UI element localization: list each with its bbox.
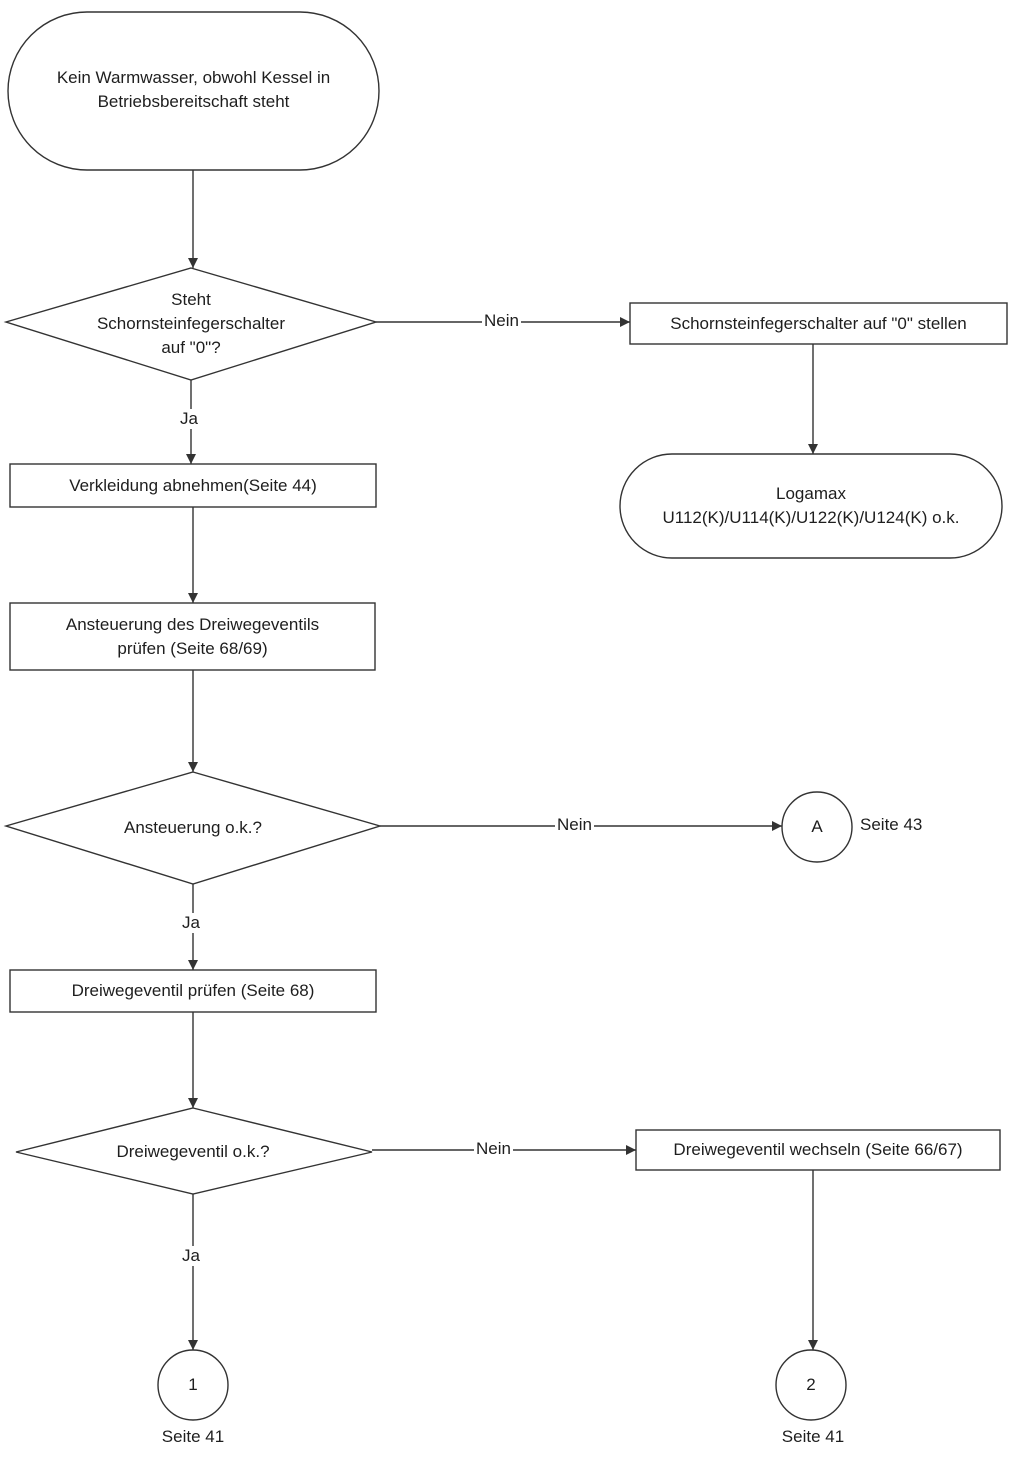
edge-label-no-1: Nein (482, 311, 521, 331)
edge-label-no-2: Nein (555, 815, 594, 835)
remove-cover-label: Verkleidung abnehmen(Seite 44) (69, 475, 317, 495)
check-control-box (9, 602, 376, 671)
check-valve-label: Dreiwegeventil prüfen (Seite 68) (71, 981, 315, 1000)
connector-2-label: 2 (806, 1375, 816, 1394)
edge-label-no-3: Nein (474, 1139, 513, 1159)
decision-valve-label: Dreiwegeventil o.k.? (116, 1142, 270, 1161)
connector-2-page: Seite 41 (781, 1427, 845, 1446)
start-label: Kein Warmwasser, obwohl Kessel in Betrie… (56, 68, 331, 111)
replace-valve-box (635, 1129, 1001, 1171)
connector-1-label: 1 (188, 1375, 198, 1394)
check-control-label: Ansteuerung des Dreiwegeventils prüfen (… (65, 614, 320, 658)
end-ok-label: Logamax U112(K)/U114(K)/U122(K)/U124(K) … (662, 484, 960, 527)
connector-a-label: A (811, 817, 823, 836)
connector-2-circle (775, 1349, 847, 1421)
replace-valve-label: Dreiwegeventil wechseln (Seite 66/67) (673, 1140, 963, 1159)
decision-switch-label: Steht Schornsteinfegerschalter auf "0"? (96, 290, 286, 357)
set-switch-box (629, 302, 1008, 345)
decision-control-label: Ansteuerung o.k.? (124, 818, 262, 837)
connector-a-page: Seite 43 (858, 815, 925, 835)
edge-label-yes-3: Ja (180, 1246, 202, 1266)
set-switch-label: Schornsteinfegerschalter auf "0" stellen (670, 313, 967, 333)
connector-1-page: Seite 41 (161, 1427, 225, 1446)
edge-label-yes-1: Ja (178, 409, 200, 429)
connector-a-circle (781, 791, 853, 863)
edge-label-yes-2: Ja (180, 913, 202, 933)
end-ok-terminal (619, 453, 1003, 559)
